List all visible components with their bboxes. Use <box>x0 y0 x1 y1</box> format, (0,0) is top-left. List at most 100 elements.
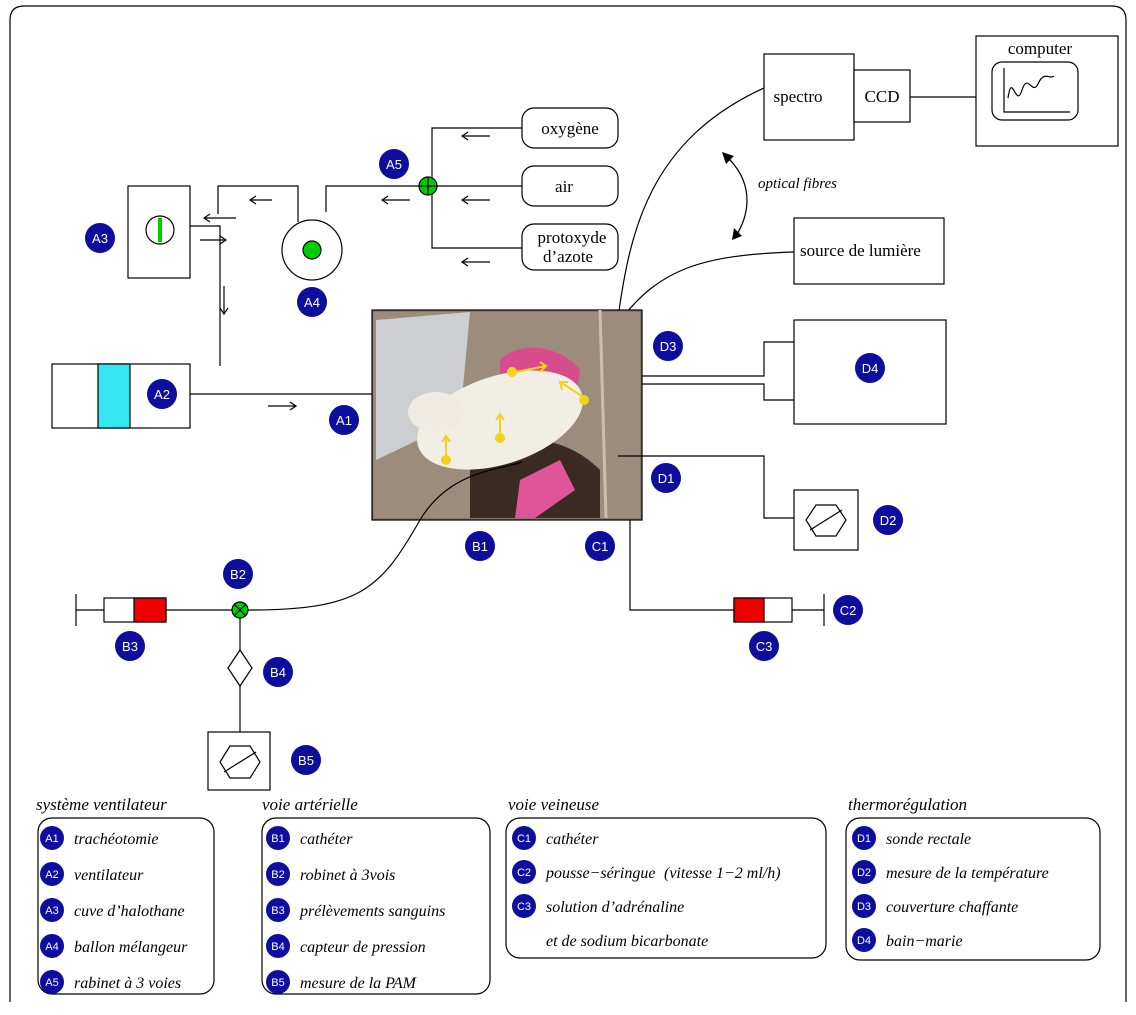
badge-b1: B1 <box>465 531 495 561</box>
rat-photo <box>371 309 643 521</box>
legend-badge <box>512 826 536 850</box>
optical-fibre-to-spectro <box>617 87 765 319</box>
badge-c1-circle <box>585 531 615 561</box>
badge-b3-label: B3 <box>122 639 138 654</box>
legend-badge <box>512 860 536 884</box>
badge-a1-circle <box>329 405 359 435</box>
badge-c2: C2 <box>833 595 863 625</box>
legend-ventilation-box <box>37 817 215 995</box>
light-source-box <box>793 217 945 285</box>
legend-badge <box>852 860 876 884</box>
ccd-label: CCD <box>865 87 900 106</box>
flow-arrow-icon <box>460 257 490 267</box>
optical-fibres-label: optical fibres <box>758 176 837 192</box>
badge-c3-label: C3 <box>756 639 773 654</box>
badge-d4-circle <box>855 353 885 383</box>
optical-fibre-from-source <box>621 251 795 319</box>
a3-to-a2-line <box>190 225 221 366</box>
arrowhead-up-icon <box>722 152 734 164</box>
c1-venous-line <box>629 520 734 611</box>
legend-badge <box>40 862 64 886</box>
outer-frame <box>9 5 1127 1002</box>
photo-pink-blanket-lower <box>515 460 575 518</box>
oxygen-label: oxygène <box>541 119 599 138</box>
badge-c3-circle <box>749 631 779 661</box>
legend-arterial-box <box>261 817 491 995</box>
badge-c1-label: C1 <box>592 539 609 554</box>
legend-badge <box>852 826 876 850</box>
d1-to-d2-line <box>618 455 794 519</box>
legend-badge-label: C1 <box>517 833 531 845</box>
badge-b3: B3 <box>115 631 145 661</box>
spectro-label: spectro <box>773 87 822 106</box>
computer-label: computer <box>1008 39 1073 58</box>
legend-badge-label: B3 <box>271 905 284 917</box>
badge-a3-label: A3 <box>92 231 108 246</box>
legend-badge-label: D4 <box>857 935 871 947</box>
photo-rat-head <box>408 392 464 432</box>
legend-badge-label: B1 <box>271 833 284 845</box>
legend-badge <box>266 826 290 850</box>
legend-badge <box>852 894 876 918</box>
badge-a2: A2 <box>147 379 177 409</box>
badge-d3: D3 <box>653 331 683 361</box>
flow-arrow-icon <box>380 195 410 205</box>
badge-b2-circle <box>223 559 253 589</box>
legend-badge <box>266 862 290 886</box>
badge-a4-circle <box>297 287 327 317</box>
badge-d3-circle <box>653 331 683 361</box>
legend-thermo: thermorégulation <box>845 795 1101 961</box>
b1-arterial-catheter <box>247 461 523 611</box>
light-source-label: source de lumière <box>800 241 921 260</box>
badge-b2-label: B2 <box>230 567 246 582</box>
badge-d4-label: D4 <box>862 361 879 376</box>
a5-to-a4-line <box>325 185 419 212</box>
badge-d1-circle <box>651 463 681 493</box>
legend-item-text: sonde rectale <box>886 831 971 848</box>
legend-badge <box>40 898 64 922</box>
optical-fibres-double-arrow <box>725 155 748 237</box>
yellow-marker-icon <box>495 433 505 443</box>
legend-badge-label: B5 <box>271 977 284 989</box>
monitor-axis-icon <box>1003 68 1070 113</box>
flow-arrow-icon <box>200 235 228 245</box>
badge-b4-label: B4 <box>270 665 286 680</box>
pressure-sensor-diamond-icon <box>227 648 253 688</box>
legend-item-text: rabinet à 3 voies <box>74 975 181 992</box>
badge-a5-circle <box>379 149 409 179</box>
protoxyde-label-line2: d’azote <box>543 247 593 266</box>
legend-badge <box>40 934 64 958</box>
legend-badge-label: B2 <box>271 869 284 881</box>
legend-item-text: et de sodium bicarbonate <box>546 933 708 950</box>
badge-a5: A5 <box>379 149 409 179</box>
legend-item-text: ventilateur <box>74 867 144 884</box>
legend-badge <box>40 970 64 994</box>
halothane-level-icon <box>158 218 162 242</box>
badge-a4-label: A4 <box>304 295 320 310</box>
badge-b1-label: B1 <box>472 539 488 554</box>
badge-b4: B4 <box>263 657 293 687</box>
badge-d2: D2 <box>873 505 903 535</box>
ventilator-piston <box>97 363 131 429</box>
badge-c2-label: C2 <box>840 603 857 618</box>
protoxyde-label-line1: protoxyde <box>538 228 607 247</box>
pam-hexagon-icon <box>219 745 261 779</box>
ccd-box <box>853 69 911 123</box>
photo-markers <box>441 367 589 465</box>
legend-venous-title: voie veineuse <box>508 795 600 814</box>
legend-badge <box>40 826 64 850</box>
badge-a1: A1 <box>329 405 359 435</box>
badges: A1 A2 A3 A4 A5 B1 B2 B3 B4 B5 C1 C2 C3 D… <box>85 149 903 775</box>
legend-badge <box>266 970 290 994</box>
